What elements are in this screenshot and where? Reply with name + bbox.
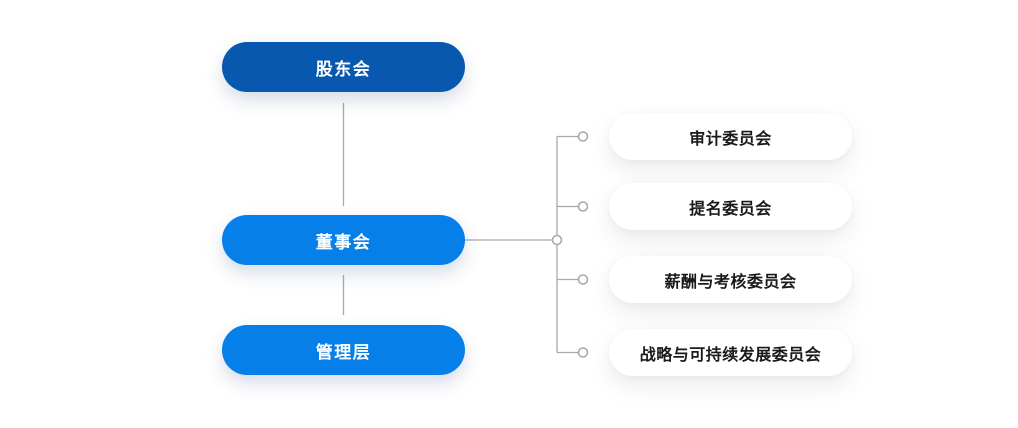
junction-dot-audit <box>577 131 589 142</box>
node-nomination-committee-label: 提名委员会 <box>689 200 772 218</box>
node-strategy-sustainability-committee: 战略与可持续发展委员会 <box>609 329 852 376</box>
junction-dot-trunk <box>551 234 563 246</box>
node-shareholders-meeting: 股东会 <box>222 42 465 92</box>
node-remuneration-appraisal-committee: 薪酬与考核委员会 <box>609 256 852 303</box>
junction-dot-nomination <box>577 201 589 212</box>
junction-dot-strategy <box>577 347 589 358</box>
node-remuneration-appraisal-committee-label: 薪酬与考核委员会 <box>664 273 797 291</box>
node-management: 管理层 <box>222 325 465 375</box>
node-board-of-directors-label: 董事会 <box>315 232 372 252</box>
node-audit-committee: 审计委员会 <box>609 113 852 160</box>
node-audit-committee-label: 审计委员会 <box>689 130 772 148</box>
node-nomination-committee: 提名委员会 <box>609 183 852 230</box>
node-board-of-directors: 董事会 <box>222 215 465 265</box>
node-management-label: 管理层 <box>315 342 372 362</box>
junction-dot-remuneration <box>577 274 589 285</box>
node-strategy-sustainability-committee-label: 战略与可持续发展委员会 <box>639 346 822 364</box>
node-shareholders-meeting-label: 股东会 <box>315 59 372 79</box>
